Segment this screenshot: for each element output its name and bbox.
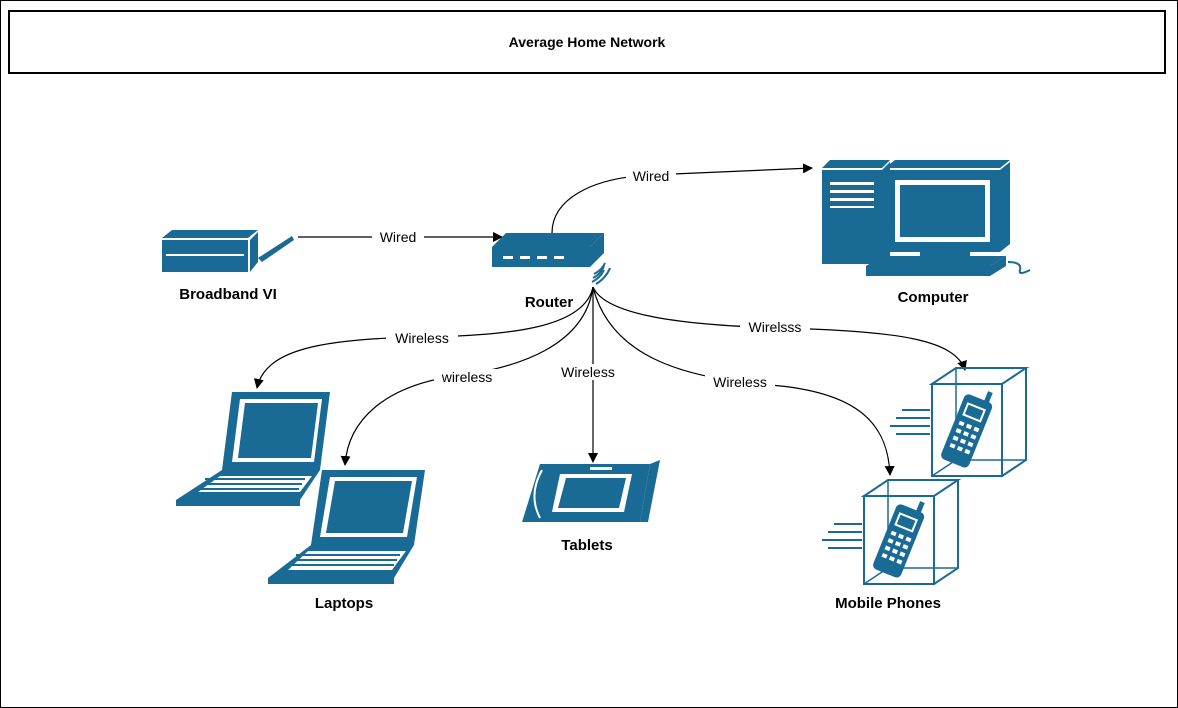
laptop-icon-1 bbox=[176, 392, 330, 506]
tablet-icon bbox=[522, 460, 660, 522]
edge-label-router-phone1: Wirelsss bbox=[749, 319, 802, 335]
computer-icon bbox=[822, 160, 1031, 276]
router-label: Router bbox=[525, 294, 573, 311]
broadband-modem-icon bbox=[162, 230, 294, 272]
laptops-label: Laptops bbox=[315, 595, 373, 612]
mobile-phone-icon-2 bbox=[822, 479, 962, 585]
laptop-icon-2 bbox=[268, 470, 425, 584]
tablets-label: Tablets bbox=[561, 537, 612, 554]
title-box: Average Home Network bbox=[8, 10, 1166, 74]
computer-label: Computer bbox=[898, 289, 969, 306]
edge-labels: Wired Wired Wireless wireless Wireless W… bbox=[372, 168, 810, 390]
edge-label-broadband-router: Wired bbox=[380, 229, 417, 245]
edge-label-router-laptop1: Wireless bbox=[395, 330, 449, 346]
router-icon bbox=[492, 233, 611, 285]
edge-label-router-phone2: Wireless bbox=[713, 374, 767, 390]
mobile-phones-label: Mobile Phones bbox=[835, 595, 941, 612]
edge-router-computer bbox=[551, 163, 813, 234]
mobile-phone-icon-1 bbox=[890, 367, 1030, 477]
edge-label-router-laptop2: wireless bbox=[441, 369, 493, 385]
diagram-title: Average Home Network bbox=[508, 34, 666, 50]
broadband-label: Broadband VI bbox=[179, 286, 277, 303]
edge-label-router-tablets: Wireless bbox=[561, 364, 615, 380]
edge-label-router-computer: Wired bbox=[633, 168, 670, 184]
